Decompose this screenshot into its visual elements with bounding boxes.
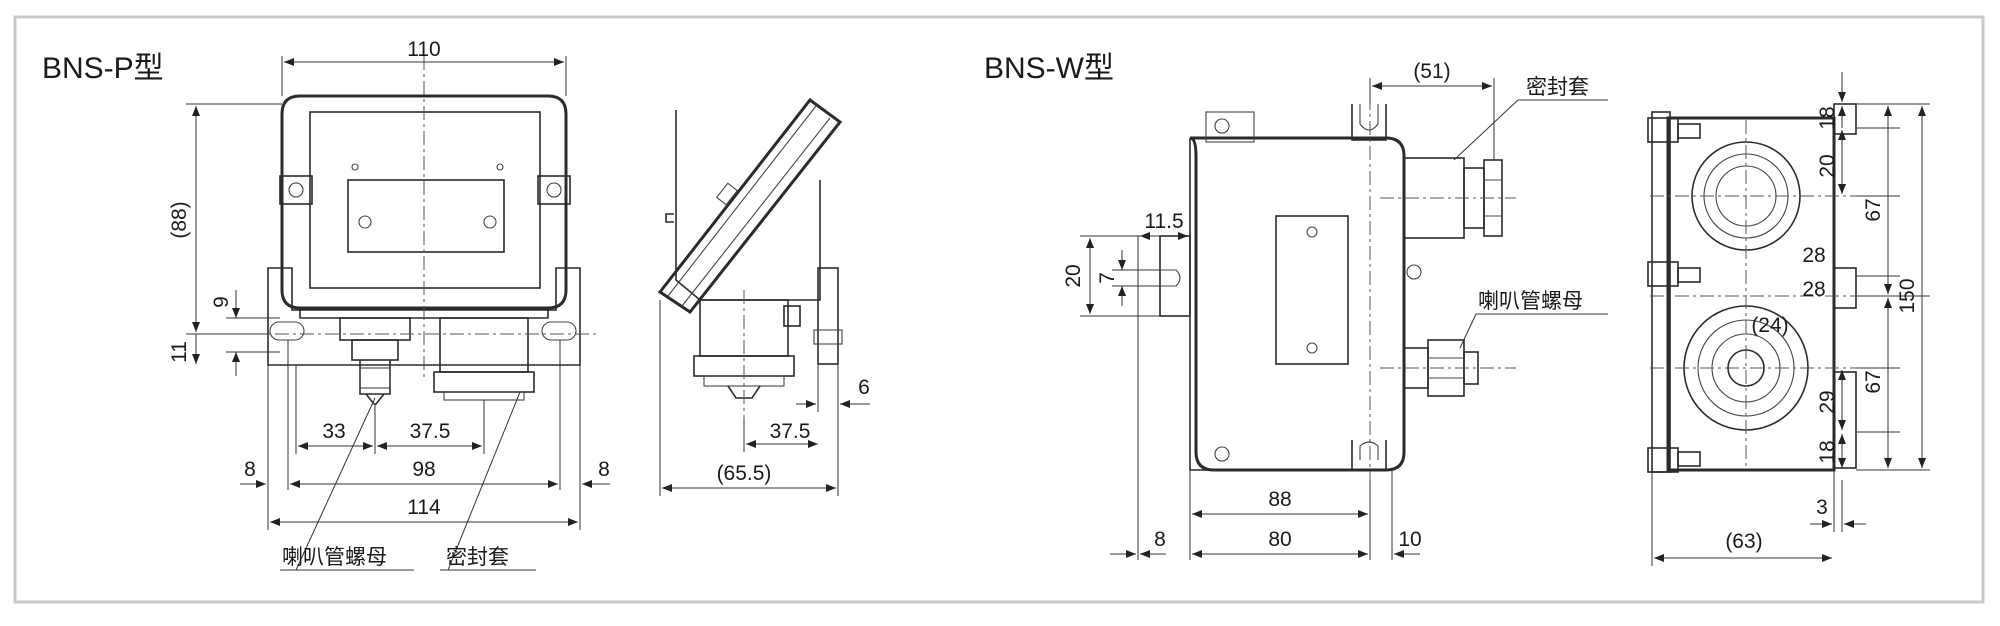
dim-20: 20	[1062, 264, 1085, 287]
dim-65-5: (65.5)	[717, 462, 772, 485]
bns-p-title: BNS-P型	[42, 52, 164, 85]
bns-w-section: BNS-W型	[984, 52, 1930, 566]
label-seal-sleeve: 密封套	[446, 545, 509, 569]
bns-w-front-view	[1159, 96, 1516, 480]
dim-88: (88)	[168, 201, 191, 238]
dim-37-5: 37.5	[410, 420, 451, 443]
label-w-flare-nut: 喇叭管螺母	[1478, 289, 1583, 313]
dim-r-28-a: 28	[1802, 244, 1825, 267]
dim-11: 11	[168, 341, 191, 363]
dim-110: 110	[407, 38, 440, 61]
dim-r-63: (63)	[1725, 530, 1762, 553]
dim-r-67-top: 67	[1862, 198, 1885, 221]
bns-p-section: BNS-P型	[42, 38, 870, 571]
bns-w-title: BNS-W型	[984, 52, 1114, 85]
dim-114: 114	[407, 496, 441, 519]
dim-51: (51)	[1413, 60, 1450, 83]
dim-r-20: 20	[1816, 154, 1839, 177]
bns-p-front-view	[200, 56, 600, 405]
dim-r-18-top: 18	[1816, 106, 1839, 129]
dim-r-3: 3	[1816, 496, 1828, 519]
dim-8-left: 8	[244, 458, 256, 481]
dim-w-88: 88	[1268, 488, 1291, 511]
dim-r-67-bottom: 67	[1862, 370, 1885, 393]
outer-frame	[13, 15, 1985, 604]
label-flare-nut: 喇叭管螺母	[282, 545, 387, 569]
dim-r-24: (24)	[1751, 314, 1788, 337]
dim-r-18-bottom: 18	[1816, 440, 1839, 463]
dim-r-150: 150	[1896, 278, 1919, 313]
dim-w-8: 8	[1154, 528, 1166, 551]
dim-side-37-5: 37.5	[770, 420, 811, 443]
dim-9: 9	[210, 296, 233, 308]
bns-p-side-view: 6 37.5 (65.5)	[657, 97, 870, 496]
dim-6: 6	[858, 376, 870, 399]
dim-w-80: 80	[1268, 528, 1291, 551]
dim-8-right: 8	[598, 458, 610, 481]
label-w-seal-sleeve: 密封套	[1526, 75, 1589, 99]
dim-r-29: 29	[1816, 390, 1839, 413]
dim-33: 33	[322, 420, 345, 443]
dim-11-5: 11.5	[1144, 210, 1183, 233]
dim-98: 98	[412, 458, 435, 481]
dim-w-10: 10	[1398, 528, 1421, 551]
dim-7: 7	[1096, 272, 1119, 284]
dim-r-28-b: 28	[1802, 278, 1825, 301]
